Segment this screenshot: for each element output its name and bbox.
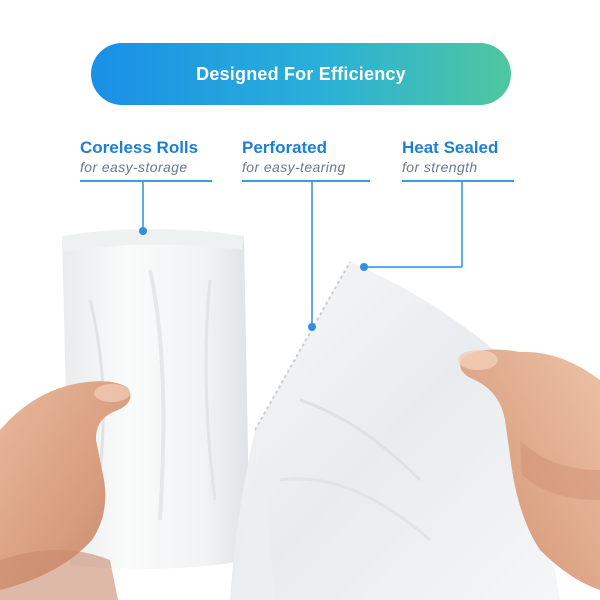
feature-subtitle: for easy-tearing (242, 159, 346, 175)
feature-heat-sealed: Heat Sealed for strength (402, 138, 514, 182)
feature-title: Heat Sealed (402, 138, 499, 157)
feature-title: Coreless Rolls (80, 138, 199, 157)
feature-subtitle: for strength (402, 159, 478, 175)
bag-roll (62, 229, 250, 569)
left-hand (0, 381, 131, 600)
connector-dot-coreless (139, 227, 147, 235)
right-hand (458, 349, 600, 590)
connector-dot-perforated (308, 323, 316, 331)
feature-subtitle: for easy-storage (80, 159, 188, 175)
bag-sheet (230, 261, 560, 600)
feature-underline (80, 180, 212, 182)
feature-underline (402, 180, 514, 182)
headline-text: Designed For Efficiency (196, 63, 406, 84)
callout-connectors (139, 182, 463, 331)
feature-perforated: Perforated for easy-tearing (242, 138, 370, 182)
feature-title: Perforated (242, 138, 328, 157)
headline-banner: Designed For Efficiency (91, 43, 511, 105)
feature-underline (242, 180, 370, 182)
feature-coreless-rolls: Coreless Rolls for easy-storage (80, 138, 212, 182)
connector-dot-heat (360, 263, 368, 271)
